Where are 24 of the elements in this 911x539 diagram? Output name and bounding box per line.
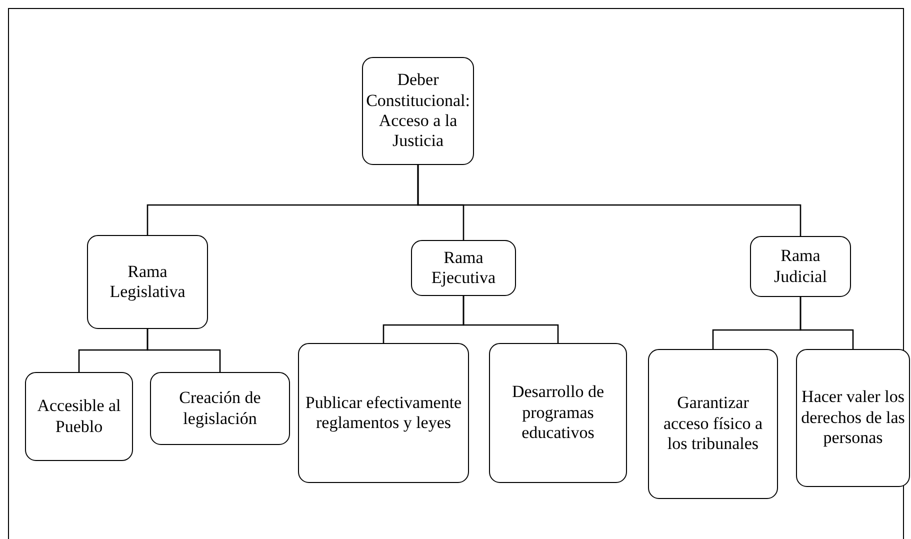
box-label: Creación de legislación (178, 388, 262, 429)
box-label: Deber Constitucional: Acceso a la Justicia (366, 70, 470, 152)
rounded-box (150, 372, 290, 445)
connector-line (146, 329, 221, 372)
connector-line (462, 296, 559, 343)
rounded-box (411, 240, 516, 296)
rounded-box (362, 57, 474, 165)
connector-line (417, 165, 802, 236)
rounded-box (298, 343, 469, 483)
rounded-box (648, 349, 778, 499)
box-label: Hacer valer los derechos de las personas (801, 387, 905, 449)
connector-line (800, 297, 854, 349)
rounded-box (796, 349, 910, 487)
box-label: Rama Legislativa (108, 262, 186, 302)
box-label: Rama Judicial (773, 246, 828, 287)
box-label: Desarrollo de programas educativos (510, 382, 606, 444)
box-label: Rama Ejecutiva (430, 248, 497, 288)
box-label: Accesible al Pueblo (36, 396, 122, 437)
rounded-box (25, 372, 133, 461)
rounded-box (750, 236, 851, 297)
box-label: Garantizar acceso físico a los tribunales (662, 393, 764, 455)
rounded-box (489, 343, 627, 483)
rounded-box (87, 235, 208, 329)
box-label: Publicar efectivamente reglamentos y leyes (304, 392, 463, 434)
